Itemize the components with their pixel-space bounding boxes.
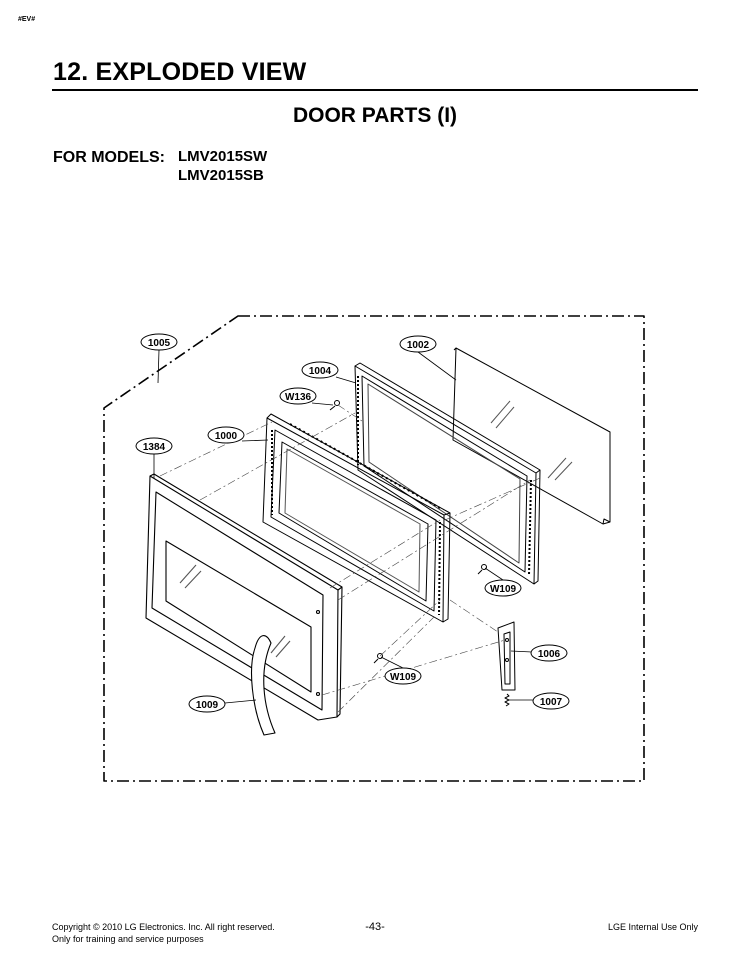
model-number: LMV2015SW xyxy=(178,148,268,165)
callout-label: 1384 xyxy=(143,442,166,453)
section-title: 12. EXPLODED VIEW xyxy=(53,58,307,86)
callout-leaders xyxy=(153,349,534,704)
training-notice: Only for training and service purposes xyxy=(52,934,204,944)
assembly-boundary xyxy=(103,315,645,782)
callout-label: 1000 xyxy=(215,431,238,442)
page-tag: #EV# xyxy=(18,16,36,23)
page-number: -43- xyxy=(365,921,385,933)
screw-w136 xyxy=(329,400,340,411)
latch-bracket xyxy=(497,621,516,691)
choke-frame xyxy=(354,362,541,585)
diagram-subtitle: DOOR PARTS (I) xyxy=(292,104,458,127)
assembly-guide-lines xyxy=(159,404,541,713)
callout-label: W136 xyxy=(285,392,312,403)
callout-label: W109 xyxy=(490,584,517,595)
callout-ellipses xyxy=(135,333,570,713)
models-label: FOR MODELS: xyxy=(53,149,165,166)
callout-label: 1006 xyxy=(538,649,561,660)
door-outer-panel xyxy=(145,473,343,721)
model-number: LMV2015SB xyxy=(178,167,264,184)
callout-label: 1004 xyxy=(309,366,332,377)
screw-w109-upper xyxy=(477,564,487,575)
callout-label: 1007 xyxy=(540,697,563,708)
callout-label: 1005 xyxy=(148,338,171,349)
callout-label: 1009 xyxy=(196,700,219,711)
callout-label: 1002 xyxy=(407,340,430,351)
internal-use-notice: LGE Internal Use Only xyxy=(607,922,698,932)
door-inner-frame xyxy=(262,413,451,623)
door-handle xyxy=(251,635,276,736)
title-rule xyxy=(52,89,698,91)
copyright-text: Copyright © 2010 LG Electronics. Inc. Al… xyxy=(52,922,275,932)
screw-w109-lower xyxy=(373,653,383,664)
callout-label: W109 xyxy=(390,672,417,683)
